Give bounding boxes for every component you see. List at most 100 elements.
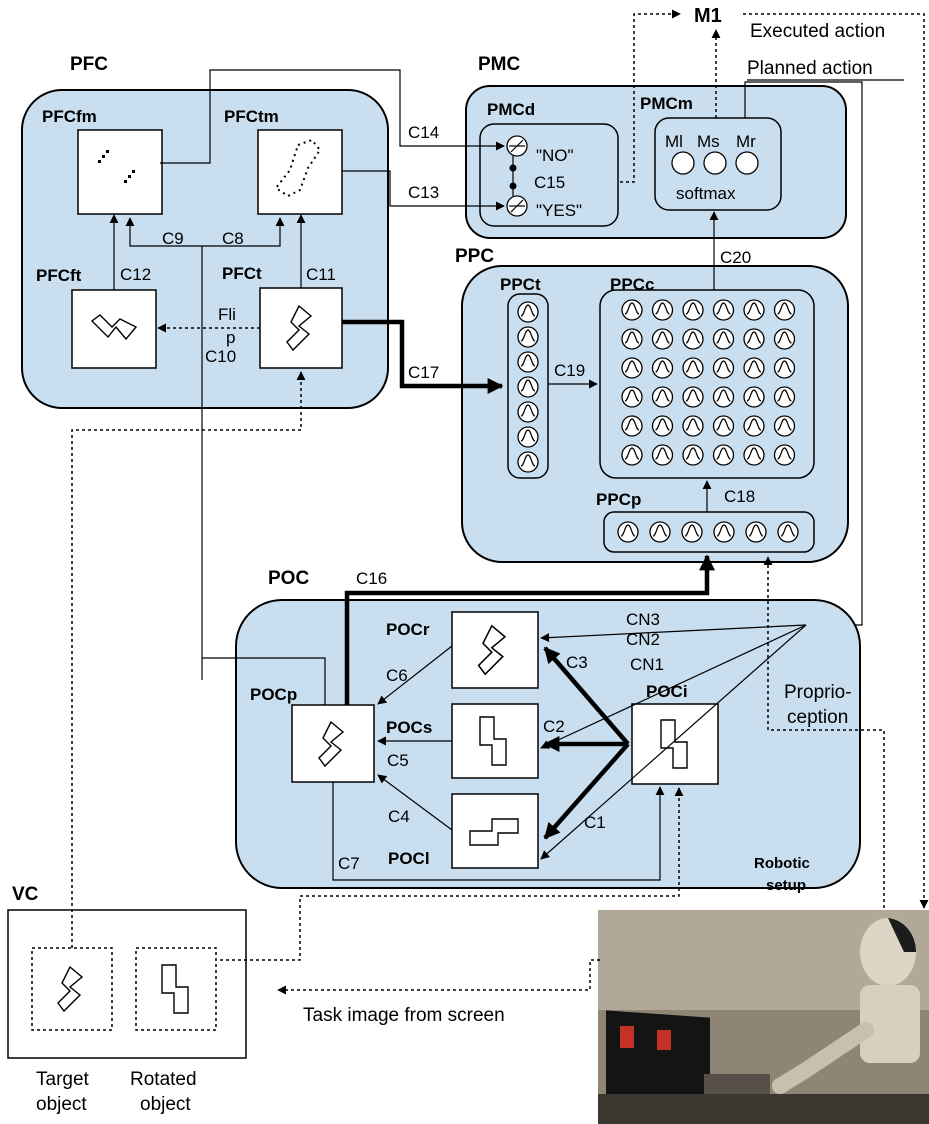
ppcc-neuron: [775, 445, 795, 465]
ppcc-neuron: [683, 387, 703, 407]
ppcc-neuron: [653, 416, 673, 436]
ppcc-neuron: [622, 445, 642, 465]
yes-neuron: [507, 196, 527, 216]
ppct-neuron: [518, 402, 538, 422]
label-cn2: CN2: [626, 630, 660, 649]
label-c1: C1: [584, 813, 606, 832]
label-c18: C18: [724, 487, 755, 506]
vc-title: VC: [12, 884, 39, 905]
ppcc-neuron: [683, 300, 703, 320]
label-c15: C15: [534, 173, 565, 192]
ppcc-neuron: [653, 358, 673, 378]
ppcc-neuron: [744, 445, 764, 465]
ppcc-neuron: [714, 416, 734, 436]
label-c19: C19: [554, 361, 585, 380]
ppcc-neuron: [683, 329, 703, 349]
pocl-label: POCl: [388, 849, 430, 868]
mr-neuron: [736, 152, 758, 174]
pocr-label: POCr: [386, 620, 430, 639]
ppct-neuron: [518, 377, 538, 397]
label-target-2: object: [36, 1094, 87, 1115]
label-c10: C10: [205, 347, 236, 366]
label-rotated-2: object: [140, 1094, 191, 1115]
ppcp-neuron: [618, 522, 638, 542]
ppcc-neuron: [744, 416, 764, 436]
ppcc-neuron: [622, 387, 642, 407]
pmcm-label: PMCm: [640, 94, 693, 113]
ppcc-neuron: [714, 445, 734, 465]
label-c20: C20: [720, 248, 751, 267]
ppcc-neuron: [653, 445, 673, 465]
pfct-label: PFCt: [222, 264, 262, 283]
ppcp-neuron: [778, 522, 798, 542]
robotic-setup: Robotic setup Task image from screen: [278, 855, 929, 1124]
label-ml: Ml: [665, 132, 683, 151]
pfctm-label: PFCtm: [224, 107, 279, 126]
poc-module: POC POCr POCs POCl POCi POCp C3 C2 C1 CN…: [202, 556, 860, 888]
label-c8: C8: [222, 229, 244, 248]
label-robotic-2: setup: [766, 877, 806, 894]
ppc-title: PPC: [455, 246, 494, 267]
ppcp-neuron: [746, 522, 766, 542]
vc-box: [8, 910, 246, 1058]
ppcc-neuron: [714, 300, 734, 320]
ms-neuron: [704, 152, 726, 174]
label-c4: C4: [388, 807, 410, 826]
pfcft-label: PFCft: [36, 266, 82, 285]
pfctm-box: [258, 130, 342, 214]
ppct-neuron: [518, 327, 538, 347]
label-c17: C17: [408, 363, 439, 382]
label-proprio-2: ception: [787, 707, 848, 728]
ppct-neuron: [518, 452, 538, 472]
ppcc-neuron: [653, 387, 673, 407]
monitor: [606, 1010, 710, 1103]
ppct-neuron: [518, 427, 538, 447]
label-target-1: Target: [36, 1069, 90, 1090]
label-robotic-1: Robotic: [754, 855, 810, 872]
arrow-task-image: [278, 960, 600, 990]
ppcc-neuron: [683, 416, 703, 436]
ppct-neuron: [518, 352, 538, 372]
poci-box: [632, 704, 718, 784]
ppcc-neuron: [622, 416, 642, 436]
label-planned-action: Planned action: [747, 58, 873, 79]
label-c7: C7: [338, 854, 360, 873]
ppc-module: PPC PPCt PPCc PPCp C19 C18 C20 C17: [342, 212, 848, 562]
ppcc-neuron: [775, 416, 795, 436]
label-mr: Mr: [736, 132, 756, 151]
ppcc-neuron: [653, 300, 673, 320]
ppcc-neuron: [775, 387, 795, 407]
ppcc-neuron: [683, 445, 703, 465]
ppcc-neuron: [744, 358, 764, 378]
pocs-label: POCs: [386, 718, 432, 737]
ppct-label: PPCt: [500, 275, 541, 294]
label-c13: C13: [408, 183, 439, 202]
monitor-shape-1: [620, 1026, 634, 1048]
ppcc-neuron: [714, 358, 734, 378]
label-ms: Ms: [697, 132, 720, 151]
label-executed-action: Executed action: [750, 21, 885, 42]
label-flip-1: Fli: [218, 305, 236, 324]
label-c11: C11: [306, 265, 336, 284]
label-c3: C3: [566, 653, 588, 672]
pfcfm-box: [78, 130, 162, 214]
ppcc-neuron: [775, 300, 795, 320]
pocs-box: [452, 704, 538, 778]
ppcc-neuron: [744, 300, 764, 320]
pfcfm-label: PFCfm: [42, 107, 97, 126]
label-softmax: softmax: [676, 184, 736, 203]
label-rotated-1: Rotated: [130, 1069, 197, 1090]
label-c16: C16: [356, 569, 387, 588]
m1-label: M1: [694, 5, 722, 27]
ppcc-neuron: [622, 329, 642, 349]
label-c6: C6: [386, 666, 408, 685]
ppcc-label: PPCc: [610, 275, 654, 294]
ppcc-neuron: [714, 329, 734, 349]
robot-hand: [704, 1074, 770, 1094]
c15-dot-top: [510, 165, 517, 172]
c15-dot-bottom: [510, 183, 517, 190]
ml-neuron: [672, 152, 694, 174]
label-proprio-1: Proprio-: [784, 682, 852, 703]
ppcc-neuron: [683, 358, 703, 378]
ppcc-neuron: [775, 358, 795, 378]
